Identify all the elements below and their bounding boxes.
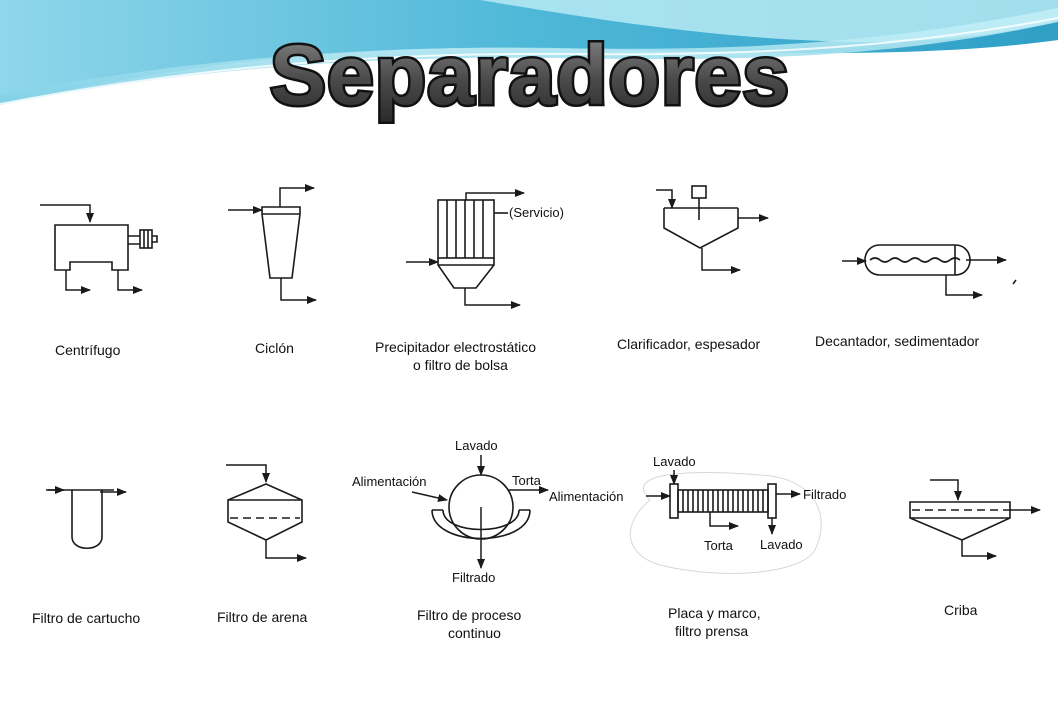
label-clarificador: Clarificador, espesador (617, 336, 761, 352)
label-criba: Criba (944, 602, 978, 618)
label-proceso-lavado: Lavado (455, 438, 498, 453)
label-precipitador-1: Precipitador electrostático (375, 339, 536, 355)
label-placa-torta: Torta (704, 538, 734, 553)
cartridge-filter-symbol (46, 486, 127, 550)
label-placa-2: filtro prensa (675, 623, 748, 639)
label-placa-1: Placa y marco, (668, 605, 761, 621)
label-ciclon: Ciclón (255, 340, 294, 356)
precipitator-symbol (406, 189, 525, 309)
label-centrifugo: Centrífugo (55, 342, 121, 358)
label-placa-lavado-in: Lavado (653, 454, 696, 469)
sand-filter-symbol (226, 464, 307, 562)
label-proceso-alimentacion: Alimentación (352, 474, 426, 489)
decanter-symbol (842, 244, 1017, 299)
label-proceso-1: Filtro de proceso (417, 607, 521, 623)
header-wave-decoration (0, 0, 1058, 105)
label-proceso-torta: Torta (512, 473, 542, 488)
clarifier-symbol (656, 185, 769, 274)
label-decantador: Decantador, sedimentador (815, 333, 980, 349)
cyclone-symbol (228, 184, 317, 304)
label-servicio: (Servicio) (509, 205, 564, 220)
screen-symbol (909, 479, 1041, 560)
centrifuge-symbol (40, 204, 158, 294)
title-container: Separadores (268, 26, 792, 125)
page-title: Separadores (270, 28, 790, 122)
label-proceso-2: continuo (448, 625, 501, 641)
label-arena: Filtro de arena (217, 609, 307, 625)
label-cartucho: Filtro de cartucho (32, 610, 140, 626)
label-placa-alimentacion: Alimentación (549, 489, 623, 504)
filter-press-symbol (629, 470, 822, 574)
label-precipitador-2: o filtro de bolsa (413, 357, 508, 373)
label-placa-lavado-out: Lavado (760, 537, 803, 552)
continuous-filter-symbol (411, 455, 549, 569)
label-proceso-filtrado: Filtrado (452, 570, 495, 585)
label-placa-filtrado: Filtrado (803, 487, 846, 502)
